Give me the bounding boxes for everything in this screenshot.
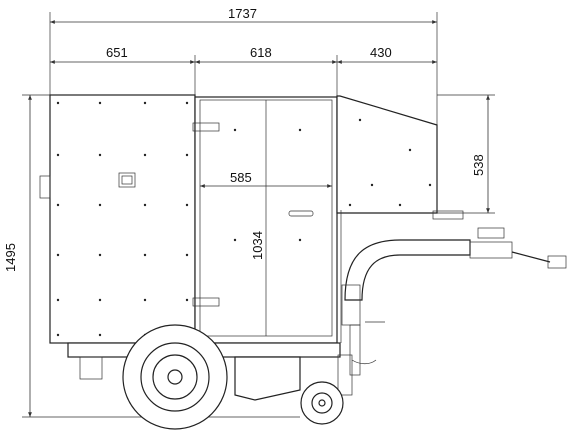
dim-label-538: 538 <box>471 154 486 176</box>
jockey-wheel <box>300 354 353 425</box>
dim-label-1737: 1737 <box>228 6 257 21</box>
dim-label-618: 618 <box>250 45 272 60</box>
rear-box <box>336 95 464 343</box>
dimension-segments: 651 618 430 <box>50 45 437 98</box>
front-panel <box>39 94 196 344</box>
drawbar <box>341 227 567 376</box>
door-section: 585 1034 <box>192 96 338 344</box>
dimension-rear-height: 538 <box>437 94 495 214</box>
dim-label-430: 430 <box>370 45 392 60</box>
dim-label-585: 585 <box>230 170 252 185</box>
dimension-overall-length: 1737 <box>49 6 438 125</box>
main-wheel <box>122 324 228 430</box>
dim-label-1495: 1495 <box>3 243 18 272</box>
rivets <box>56 101 432 337</box>
dim-label-651: 651 <box>106 45 128 60</box>
dim-label-1034: 1034 <box>250 231 265 260</box>
